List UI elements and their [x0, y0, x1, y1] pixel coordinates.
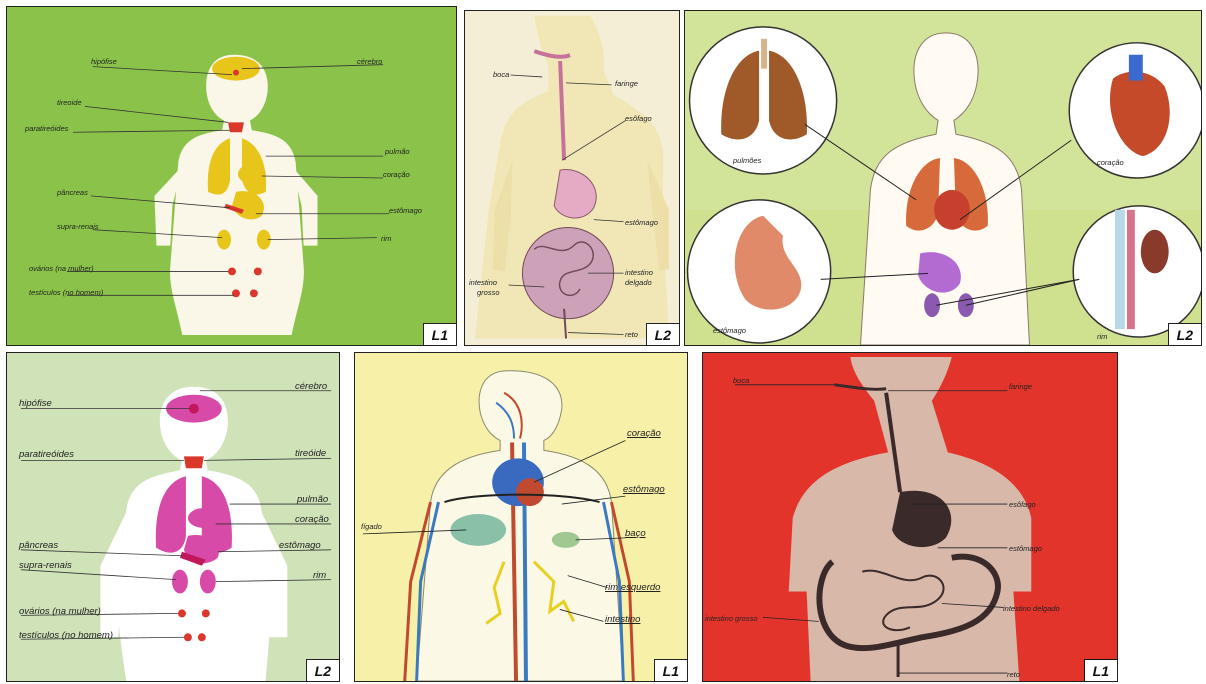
label-pulmoes: pulmões [733, 157, 761, 165]
label-supra-renais-4: supra-renais [19, 561, 72, 571]
label-esofago: esôfago [625, 115, 652, 123]
label-estomago-3: estômago [713, 327, 746, 335]
label-paratireoides: paratireóides [25, 125, 68, 133]
panel-tag: L2 [1168, 323, 1201, 345]
label-coracao-4: coração [295, 515, 329, 525]
label-ovarios-4: ovários (na mulher) [19, 607, 101, 617]
label-cerebro-4: cérebro [295, 382, 327, 392]
label-boca: boca [493, 71, 509, 79]
label-pulmao: pulmão [385, 148, 410, 156]
label-figado: fígado [361, 523, 382, 531]
label-tireoide-4: tireóide [295, 449, 326, 459]
digestive-figure-red [703, 353, 1117, 681]
label-supra-renais: supra-renais [57, 223, 99, 231]
label-testiculos: testículos (no homem) [29, 289, 103, 297]
label-baco: baço [625, 529, 646, 539]
label-reto: reto [625, 331, 638, 339]
panel-tag: L1 [1084, 659, 1117, 681]
label-rim: rim [381, 235, 391, 243]
panel-tag: L1 [654, 659, 687, 681]
label-coracao-3: coração [1097, 159, 1124, 167]
label-rim-4: rim [313, 571, 326, 581]
circulatory-figure [355, 353, 687, 681]
panel-tag: L1 [423, 323, 456, 345]
panel-tag: L2 [306, 659, 339, 681]
label-hipofise-4: hipófise [19, 399, 52, 409]
label-estomago: estômago [389, 207, 422, 215]
label-estomago-2: estômago [625, 219, 658, 227]
label-paratireoides-4: paratireóides [19, 450, 74, 460]
label-ovarios: ovários (na mulher) [29, 265, 94, 273]
panel-digestive-beige: boca faringe esôfago estômago intestino … [464, 10, 680, 346]
label-pancreas: pâncreas [57, 189, 88, 197]
panel-circulatory: coração estômago fígado baço rim esquerd… [354, 352, 688, 682]
label-intestino-grosso-b: grosso [477, 289, 500, 297]
label-estomago-5: estômago [623, 485, 665, 495]
label-estomago-6: estômago [1009, 545, 1042, 553]
organs-figure [685, 11, 1201, 345]
label-cerebro: cérebro [357, 58, 382, 66]
label-intestino-5: intestino [605, 615, 640, 625]
panel-endocrine-green: hipófise cérebro tireoide paratireóides … [6, 6, 457, 346]
label-intestino-grosso-6: intestino grosso [705, 615, 758, 623]
panel-digestive-red: boca faringe esôfago estômago intestino … [702, 352, 1118, 682]
label-hipofise: hipófise [91, 58, 117, 66]
label-faringe-6: faringe [1009, 383, 1032, 391]
label-pulmao-4: pulmão [297, 495, 328, 505]
label-rim-3: rim [1097, 333, 1107, 341]
label-pancreas-4: pâncreas [19, 541, 58, 551]
panel-endocrine-pink: cérebro hipófise tireóide paratireóides … [6, 352, 340, 682]
label-intestino-delgado-6: intestino delgado [1003, 605, 1060, 613]
label-estomago-4: estômago [279, 541, 321, 551]
panel-organs-circles: pulmões coração estômago rim L2 [684, 10, 1202, 346]
label-intestino-delgado-b: delgado [625, 279, 652, 287]
label-reto-6: reto [1007, 671, 1020, 679]
label-testiculos-4: testículos (no homem) [19, 631, 113, 641]
label-tireoide: tireoide [57, 99, 82, 107]
label-faringe: faringe [615, 80, 638, 88]
label-intestino-grosso-a: intestino [469, 279, 497, 287]
label-intestino-delgado-a: intestino [625, 269, 653, 277]
label-esofago-6: esôfago [1009, 501, 1036, 509]
label-coracao: coração [383, 171, 410, 179]
label-rim-esquerdo: rim esquerdo [605, 583, 660, 593]
label-boca-6: boca [733, 377, 749, 385]
label-coracao-5: coração [627, 429, 661, 439]
panel-tag: L2 [646, 323, 679, 345]
